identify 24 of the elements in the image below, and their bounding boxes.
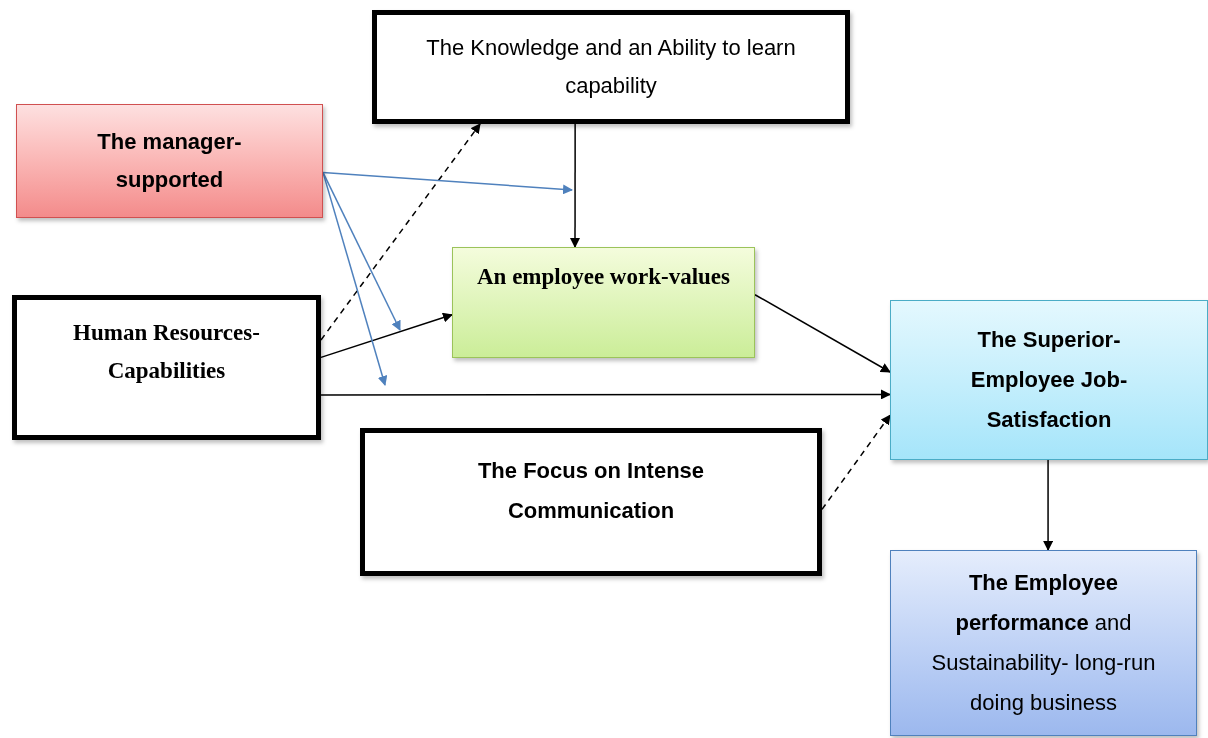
node-label: The Focus on Intense Communication — [476, 457, 706, 525]
arrow — [322, 171, 388, 386]
process-box — [890, 300, 1208, 460]
node-label: Human Resources-Capabilities — [72, 319, 261, 385]
node-label: The Knowledge and an Ability to learn capability — [425, 34, 797, 100]
node-label: An employee work-values — [476, 263, 731, 291]
arrow — [322, 171, 573, 195]
process-box — [890, 550, 1197, 736]
node-label: The manager-supported — [96, 128, 243, 194]
arrow — [320, 389, 891, 400]
arrow — [1043, 459, 1054, 551]
arrow — [320, 312, 453, 359]
process-box — [16, 104, 323, 218]
process-box — [452, 247, 755, 358]
process-box — [372, 10, 850, 124]
arrow — [322, 171, 401, 331]
process-box — [12, 295, 321, 440]
node-label: The Employee performance and Sustainability- long-run doing business — [930, 569, 1157, 717]
arrow — [570, 123, 581, 248]
arrow — [754, 294, 891, 373]
arrow — [320, 123, 481, 341]
arrow — [821, 414, 891, 511]
process-box — [360, 428, 822, 576]
node-label: The Superior-Employee Job-Satisfaction — [969, 326, 1129, 434]
